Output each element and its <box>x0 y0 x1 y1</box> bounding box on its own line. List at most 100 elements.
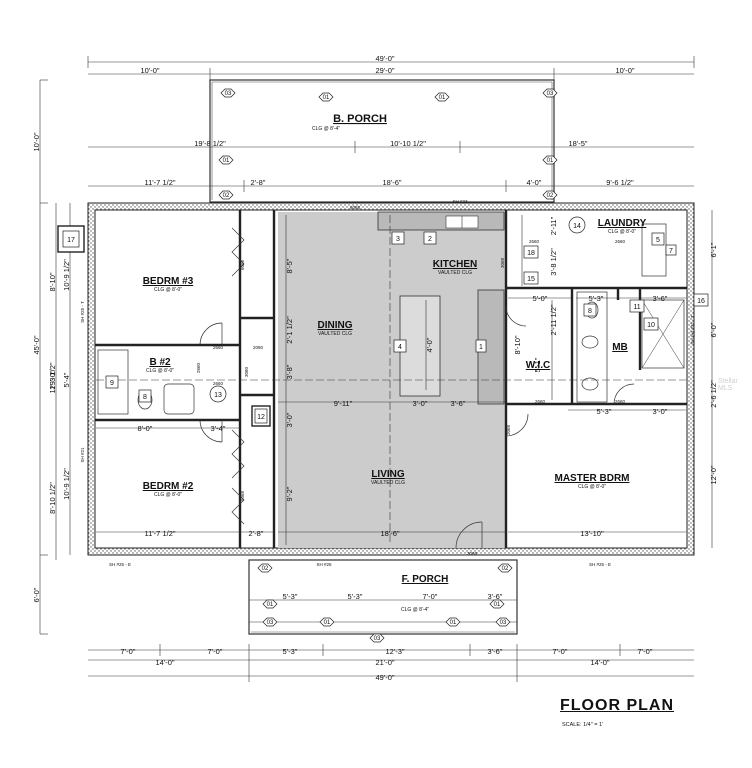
equipment-tag: 9 <box>105 375 119 389</box>
door-callout: 2068 <box>506 424 511 435</box>
dim-isl-len: 4'-0" <box>425 337 434 352</box>
front-porch <box>248 559 518 635</box>
dim-mb-w: 5'-3" <box>589 294 604 303</box>
svg-text:12: 12 <box>257 414 265 421</box>
dim-int-c: 18'-6" <box>382 178 401 187</box>
dim-fp-d: 3'-6" <box>488 592 503 601</box>
dim-wic-w: 5'-0" <box>533 294 548 303</box>
dim-left-overall: 45'-0" <box>32 335 41 354</box>
door-callout: 6068 <box>240 259 245 270</box>
header-callout: SH (H) #32 - T <box>690 315 695 344</box>
door-callout: 2660 <box>615 399 626 404</box>
room-note-master: CLG @ 8'-0" <box>578 484 606 490</box>
door-callout: 2660 <box>529 239 540 244</box>
dim-bot-h: 14'-0" <box>155 658 174 667</box>
dim-bot-d: 12'-3" <box>385 647 404 656</box>
dim-bed2-w: 11'-7 1/2" <box>144 529 175 538</box>
dim-left-house: 29'-0" <box>48 370 57 389</box>
header-callout: SH #25 - E <box>589 562 611 567</box>
hex-tag: 02 <box>218 190 234 200</box>
plan-scale: SCALE: 1/4" = 1' <box>562 722 604 728</box>
svg-text:8: 8 <box>588 308 592 315</box>
door-callout: 3080 <box>244 366 249 377</box>
svg-text:3: 3 <box>396 236 400 243</box>
door-callout: 2080 <box>253 345 264 350</box>
dim-right-d: 12'-0" <box>709 465 718 484</box>
dim-isl-a: 3'-0" <box>413 399 428 408</box>
room-name-mb: MB <box>612 342 628 353</box>
equipment-tag: 5 <box>651 232 665 246</box>
dim-int-b: 2'-8" <box>251 178 266 187</box>
door-callout: 6068 <box>240 490 245 501</box>
dim-bot-b: 7'-0" <box>208 647 223 656</box>
post-markers: 03 01 01 03 01 01 02 02 02 02 01 01 03 0… <box>218 88 558 643</box>
dim-din-b: 2'-1 1/2" <box>285 316 294 344</box>
svg-text:01: 01 <box>494 602 501 608</box>
plan-title: FLOOR PLAN <box>560 697 674 714</box>
dim-top-porch-left: 10'-0" <box>140 66 159 75</box>
svg-text:13: 13 <box>214 392 222 399</box>
room-name-laundry: LAUNDRY <box>598 218 647 229</box>
room-name-living: LIVING <box>371 469 405 480</box>
equipment-tag: 11 <box>629 299 645 313</box>
hex-tag: 03 <box>262 617 278 627</box>
dim-wic-h3: 2'-11 1/2" <box>549 304 558 335</box>
svg-text:15: 15 <box>527 276 535 283</box>
hex-tag: 01 <box>434 92 450 102</box>
dim-mst-a: 5'-3" <box>597 407 612 416</box>
svg-text:01: 01 <box>439 95 446 101</box>
dim-left-fporch: 6'-0" <box>32 587 41 602</box>
svg-text:7: 7 <box>669 248 673 255</box>
door-callout: 3068 <box>467 551 478 556</box>
svg-text:18: 18 <box>527 250 535 257</box>
equipment-tag: 7 <box>665 244 677 256</box>
svg-text:02: 02 <box>223 193 230 199</box>
dim-din-a: 8'-5" <box>285 258 294 273</box>
svg-text:5: 5 <box>656 237 660 244</box>
hex-tag: 02 <box>257 563 273 573</box>
room-name-kitchen: KITCHEN <box>433 259 477 270</box>
door-callout: 2660 <box>213 345 224 350</box>
house-walls <box>87 202 695 556</box>
dim-wic-h: 8'-10" <box>513 335 522 354</box>
dim-left-c: 5'-4" <box>62 372 71 387</box>
dim-fp-c: 7'-0" <box>423 592 438 601</box>
svg-text:03: 03 <box>374 636 381 642</box>
back-porch <box>209 79 555 203</box>
dim-isl-b: 3'-6" <box>451 399 466 408</box>
svg-text:9: 9 <box>110 380 114 387</box>
dim-top-porch-right: 10'-0" <box>615 66 634 75</box>
equipment-tag: 4 <box>393 339 407 353</box>
dim-bot-i: 21'-0" <box>375 658 394 667</box>
door-callout: 2660 <box>615 239 626 244</box>
room-name-f-porch: F. PORCH <box>402 574 449 585</box>
svg-text:01: 01 <box>323 95 330 101</box>
hex-tag: 03 <box>542 88 558 98</box>
svg-text:16: 16 <box>697 298 705 305</box>
hex-tag: 01 <box>319 617 335 627</box>
door-callout: 2660 <box>196 362 201 373</box>
door-callout: 2660 <box>213 381 224 386</box>
room-note-bedrm2: CLG @ 8'-0" <box>154 492 182 498</box>
equipment-tag: 1 <box>475 339 487 353</box>
room-note-living: VAULTED CLG <box>371 480 405 486</box>
equipment-tag: 8 <box>138 389 152 403</box>
dim-wic-h2: 5'-1" <box>533 357 542 372</box>
header-callout: SH #21 <box>80 447 85 463</box>
dim-left-f: 8'-10 1/2" <box>48 482 57 514</box>
room-name-bedrm3: BEDRM #3 <box>143 276 194 287</box>
equipment-tag: 18 <box>523 245 539 259</box>
dim-left-d: 11'-3 1/2" <box>48 362 57 393</box>
header-callout: SH #23 <box>452 199 468 204</box>
dim-bot-j: 14'-0" <box>590 658 609 667</box>
dim-lau-w: 2'-11" <box>549 216 558 235</box>
dim-right-a: 6'-1" <box>709 242 718 257</box>
dim-top-overall: 49'-0" <box>375 54 394 63</box>
hex-tag: 01 <box>318 92 334 102</box>
hex-tag: 01 <box>489 599 505 609</box>
dim-bot-c: 5'-3" <box>283 647 298 656</box>
dim-lau-h: 3'-8 1/2" <box>549 248 558 276</box>
equipment-tag: 14 <box>568 216 586 234</box>
equipment-tag: 15 <box>523 271 539 285</box>
door-callout: 6068 <box>350 205 361 210</box>
